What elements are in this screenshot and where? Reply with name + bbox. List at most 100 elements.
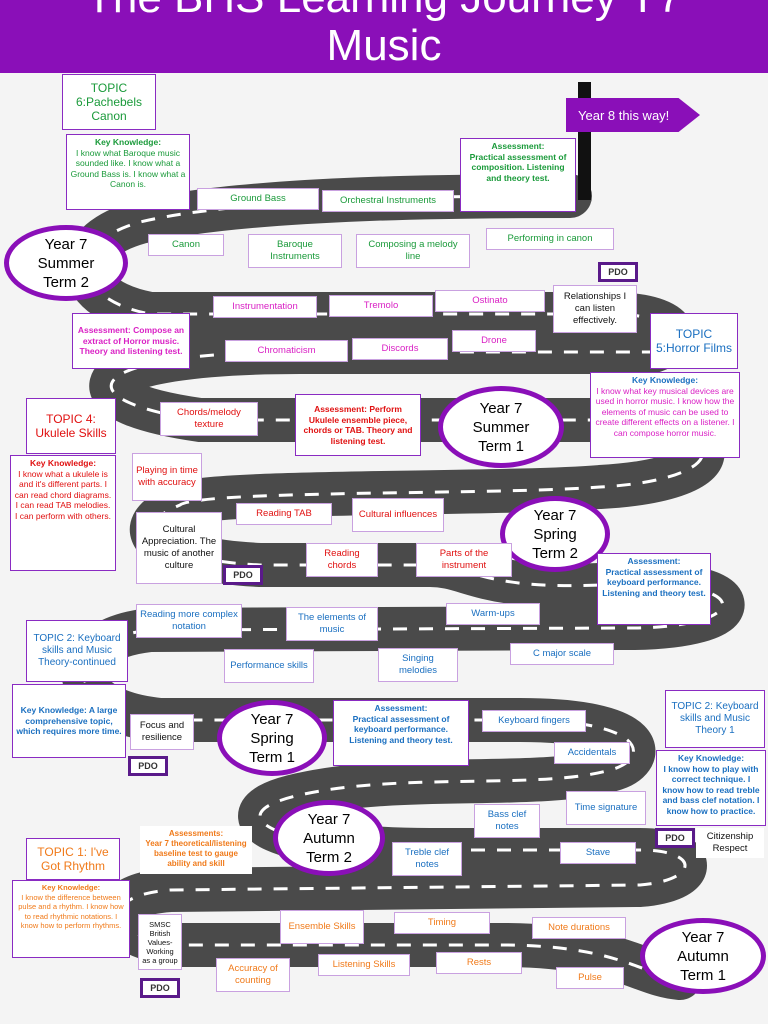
- key-knowledge-6: Key Knowledge: I know what Baroque music…: [66, 134, 190, 210]
- label-pulse: Pulse: [556, 967, 624, 989]
- pdo-badge: PDO: [223, 565, 263, 585]
- assessment-6-title: Assessment:: [491, 141, 545, 151]
- key-knowledge-2c: Key Knowledge: A large comprehensive top…: [12, 684, 126, 758]
- term-autumn1: Year 7 Autumn Term 1: [640, 918, 766, 994]
- term-summer2: Year 7 Summer Term 2: [4, 225, 128, 301]
- label-ground-bass: Ground Bass: [197, 188, 319, 210]
- label-reading-complex: Reading more complex notation: [136, 604, 242, 638]
- label-performing-canon: Performing in canon: [486, 228, 614, 250]
- label-discords: Discords: [352, 338, 448, 360]
- key-knowledge-1: Key Knowledge: I know the difference bet…: [12, 880, 130, 958]
- label-accuracy: Accuracy of counting: [216, 958, 290, 992]
- label-bass-clef: Bass clef notes: [474, 804, 540, 838]
- topic-2-continued: TOPIC 2: Keyboard skills and Music Theor…: [26, 620, 128, 682]
- label-warmups: Warm-ups: [446, 603, 540, 625]
- key-knowledge-6-body: I know what Baroque music sounded like. …: [70, 147, 186, 190]
- label-ostinato: Ostinato: [435, 290, 545, 312]
- page-title-line2: Music: [326, 21, 442, 70]
- label-canon: Canon: [148, 234, 224, 256]
- label-chromaticism: Chromaticism: [225, 340, 348, 362]
- label-timing: Timing: [394, 912, 490, 934]
- key-knowledge-4-body: I know what a ukulele is and it's differ…: [14, 468, 112, 521]
- assessment-1-title: Assessments:: [168, 829, 224, 838]
- label-cultural-appreciation: Cultural Appreciation. The music of anot…: [136, 512, 222, 584]
- assessment-4: Assessment: Perform Ukulele ensemble pie…: [295, 394, 421, 456]
- key-knowledge-5-title: Key Knowledge:: [631, 375, 699, 385]
- term-spring1-label: Year 7 Spring Term 1: [249, 710, 295, 766]
- page-header: The BHS Learning Journey Y7 Music: [0, 0, 768, 73]
- term-summer2-label: Year 7 Summer Term 2: [37, 235, 95, 291]
- label-citizenship: Citizenship Respect: [696, 828, 764, 858]
- assessment-2: Assessment: Practical assessment of keyb…: [333, 700, 469, 766]
- term-spring2: Year 7 Spring Term 2: [500, 496, 610, 572]
- label-c-major: C major scale: [510, 643, 614, 665]
- key-knowledge-4: Key Knowledge: I know what a ukulele is …: [10, 455, 116, 571]
- assessment-6-body: Practical assessment of composition. Lis…: [469, 151, 567, 183]
- key-knowledge-2-title: Key Knowledge:: [677, 753, 745, 763]
- term-summer1: Year 7 Summer Term 1: [438, 386, 564, 468]
- label-baroque-instruments: Baroque Instruments: [248, 234, 342, 268]
- key-knowledge-5-body: I know what key musical devices are used…: [595, 385, 735, 438]
- label-treble-clef: Treble clef notes: [392, 842, 462, 876]
- assessment-1-body: Year 7 theoretical/listening baseline te…: [145, 839, 247, 868]
- topic-2-keyboard: TOPIC 2: Keyboard skills and Music Theor…: [665, 690, 765, 748]
- label-relationships: Relationships I can listen effectively.: [553, 285, 637, 333]
- label-drone: Drone: [452, 330, 536, 352]
- label-composing: Composing a melody line: [356, 234, 470, 268]
- assessment-1: Assessments: Year 7 theoretical/listenin…: [140, 826, 252, 874]
- key-knowledge-1-body: I know the difference between pulse and …: [18, 892, 124, 931]
- key-knowledge-6-title: Key Knowledge:: [94, 137, 162, 147]
- topic-4-ukulele-skills: TOPIC 4: Ukulele Skills: [26, 398, 116, 454]
- term-summer1-label: Year 7 Summer Term 1: [472, 399, 530, 455]
- label-instrumentation: Instrumentation: [213, 296, 317, 318]
- pdo-badge: PDO: [128, 756, 168, 776]
- topic-1-rhythm: TOPIC 1: I've Got Rhythm: [26, 838, 120, 880]
- page-title-line1: The BHS Learning Journey Y7: [0, 0, 768, 24]
- assessment-2-body: Practical assessment of keyboard perform…: [349, 713, 453, 745]
- label-parts-instrument: Parts of the instrument: [416, 543, 512, 577]
- topic-5-horror-films: TOPIC 5:Horror Films: [650, 313, 738, 369]
- term-spring2-label: Year 7 Spring Term 2: [532, 506, 578, 562]
- label-focus: Focus and resilience: [130, 714, 194, 750]
- key-knowledge-4-title: Key Knowledge:: [29, 458, 97, 468]
- key-knowledge-5: Key Knowledge: I know what key musical d…: [590, 372, 740, 458]
- key-knowledge-2c-body: Key Knowledge: A large comprehensive top…: [16, 705, 122, 737]
- assessment-3-title: Assessment:: [627, 556, 681, 566]
- label-playing-time: Playing in time with accuracy: [132, 453, 202, 501]
- label-cultural-influences: Cultural influences: [352, 498, 444, 532]
- label-note-durations: Note durations: [532, 917, 626, 939]
- label-smsc: SMSC British Values- Working as a group: [138, 914, 182, 970]
- label-elements: The elements of music: [286, 607, 378, 641]
- term-autumn2-label: Year 7 Autumn Term 2: [303, 810, 355, 866]
- pdo-badge: PDO: [598, 262, 638, 282]
- term-spring1: Year 7 Spring Term 1: [217, 700, 327, 776]
- assessment-5-body: Assessment: Compose an extract of Horror…: [77, 325, 185, 357]
- label-ensemble: Ensemble Skills: [280, 910, 364, 944]
- assessment-5: Assessment: Compose an extract of Horror…: [72, 313, 190, 369]
- label-rests: Rests: [436, 952, 522, 974]
- label-keyboard-fingers: Keyboard fingers: [482, 710, 586, 732]
- term-autumn1-label: Year 7 Autumn Term 1: [677, 928, 729, 984]
- year8-sign[interactable]: Year 8 this way!: [566, 98, 700, 132]
- label-time-signature: Time signature: [566, 791, 646, 825]
- key-knowledge-2-body: I know how to play with correct techniqu…: [662, 763, 760, 816]
- assessment-2-title: Assessment:: [374, 703, 428, 713]
- label-reading-tab: Reading TAB: [236, 503, 332, 525]
- term-autumn2: Year 7 Autumn Term 2: [273, 800, 385, 876]
- key-knowledge-1-title: Key Knowledge:: [41, 883, 101, 892]
- topic-6-pachebels-canon: TOPIC 6:Pachebels Canon: [62, 74, 156, 130]
- assessment-4-body: Assessment: Perform Ukulele ensemble pie…: [303, 404, 413, 446]
- key-knowledge-2: Key Knowledge: I know how to play with c…: [656, 750, 766, 826]
- label-listening: Listening Skills: [318, 954, 410, 976]
- label-orchestral-instruments: Orchestral Instruments: [322, 190, 454, 212]
- assessment-3-body: Practical assessment of keyboard perform…: [602, 566, 706, 598]
- label-chords-melody: Chords/melody texture: [160, 402, 258, 436]
- assessment-6: Assessment: Practical assessment of comp…: [460, 138, 576, 212]
- label-tremolo: Tremolo: [329, 295, 433, 317]
- label-reading-chords: Reading chords: [306, 543, 378, 577]
- pdo-badge: PDO: [655, 828, 695, 848]
- assessment-3: Assessment: Practical assessment of keyb…: [597, 553, 711, 625]
- pdo-badge: PDO: [140, 978, 180, 998]
- label-singing: Singing melodies: [378, 648, 458, 682]
- label-accidentals: Accidentals: [554, 742, 630, 764]
